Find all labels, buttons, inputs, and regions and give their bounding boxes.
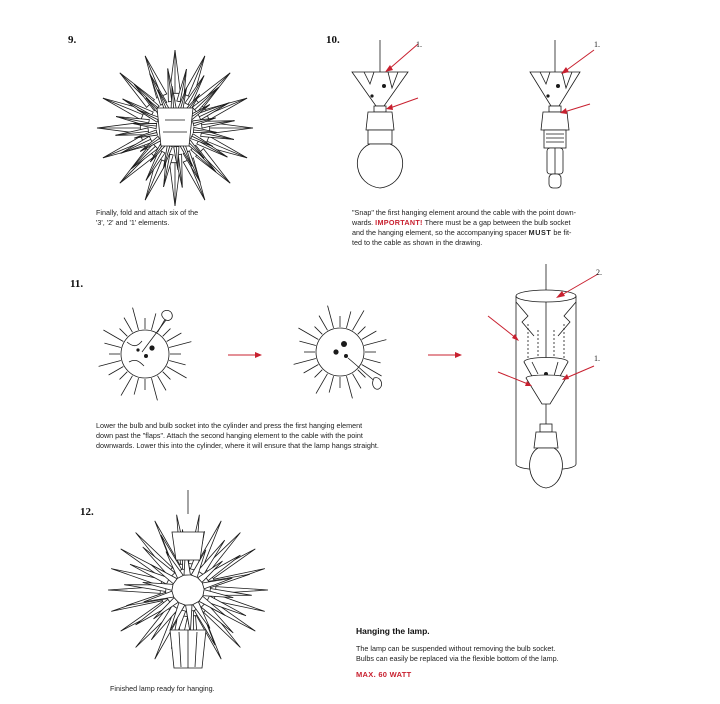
step-12-number: 12. [80,506,94,518]
step-9-lamp-illustration [96,49,254,207]
step-9-number: 9. [68,34,77,46]
step-12-finished-lamp-illustration [107,490,269,669]
hanging-instructions: The lamp can be suspended without removi… [356,644,559,663]
step-10-number: 10. [326,34,340,46]
step-11-arrow-1 [228,352,262,358]
step-11-cylinder-top-view-2 [293,305,387,399]
max-wattage: MAX. 60 WATT [356,670,412,679]
step-10-bulb-illustration [351,40,595,189]
step-11-caption: Lower the bulb and bulb socket into the … [96,421,379,450]
step-11-number: 11. [70,278,84,290]
step-9-caption: Finally, fold and attach six of the '3',… [96,208,199,227]
step-10-label-left: 1. [416,40,422,49]
step-11-label-2: 2. [596,268,602,277]
important-notice: IMPORTANT! [375,218,423,227]
step-11-arrow-2 [428,352,462,358]
step-11-label-1: 1. [594,354,600,363]
step-12-caption: Finished lamp ready for hanging. [110,684,215,693]
step-10-caption: "Snap" the first hanging element around … [352,208,577,247]
step-10-label-right: 1. [594,40,600,49]
step-11-cylinder-side-view [487,264,599,489]
must-emphasis: MUST [528,228,552,237]
hanging-title: Hanging the lamp. [356,626,430,636]
step-11-cylinder-top-view-1 [98,307,192,401]
